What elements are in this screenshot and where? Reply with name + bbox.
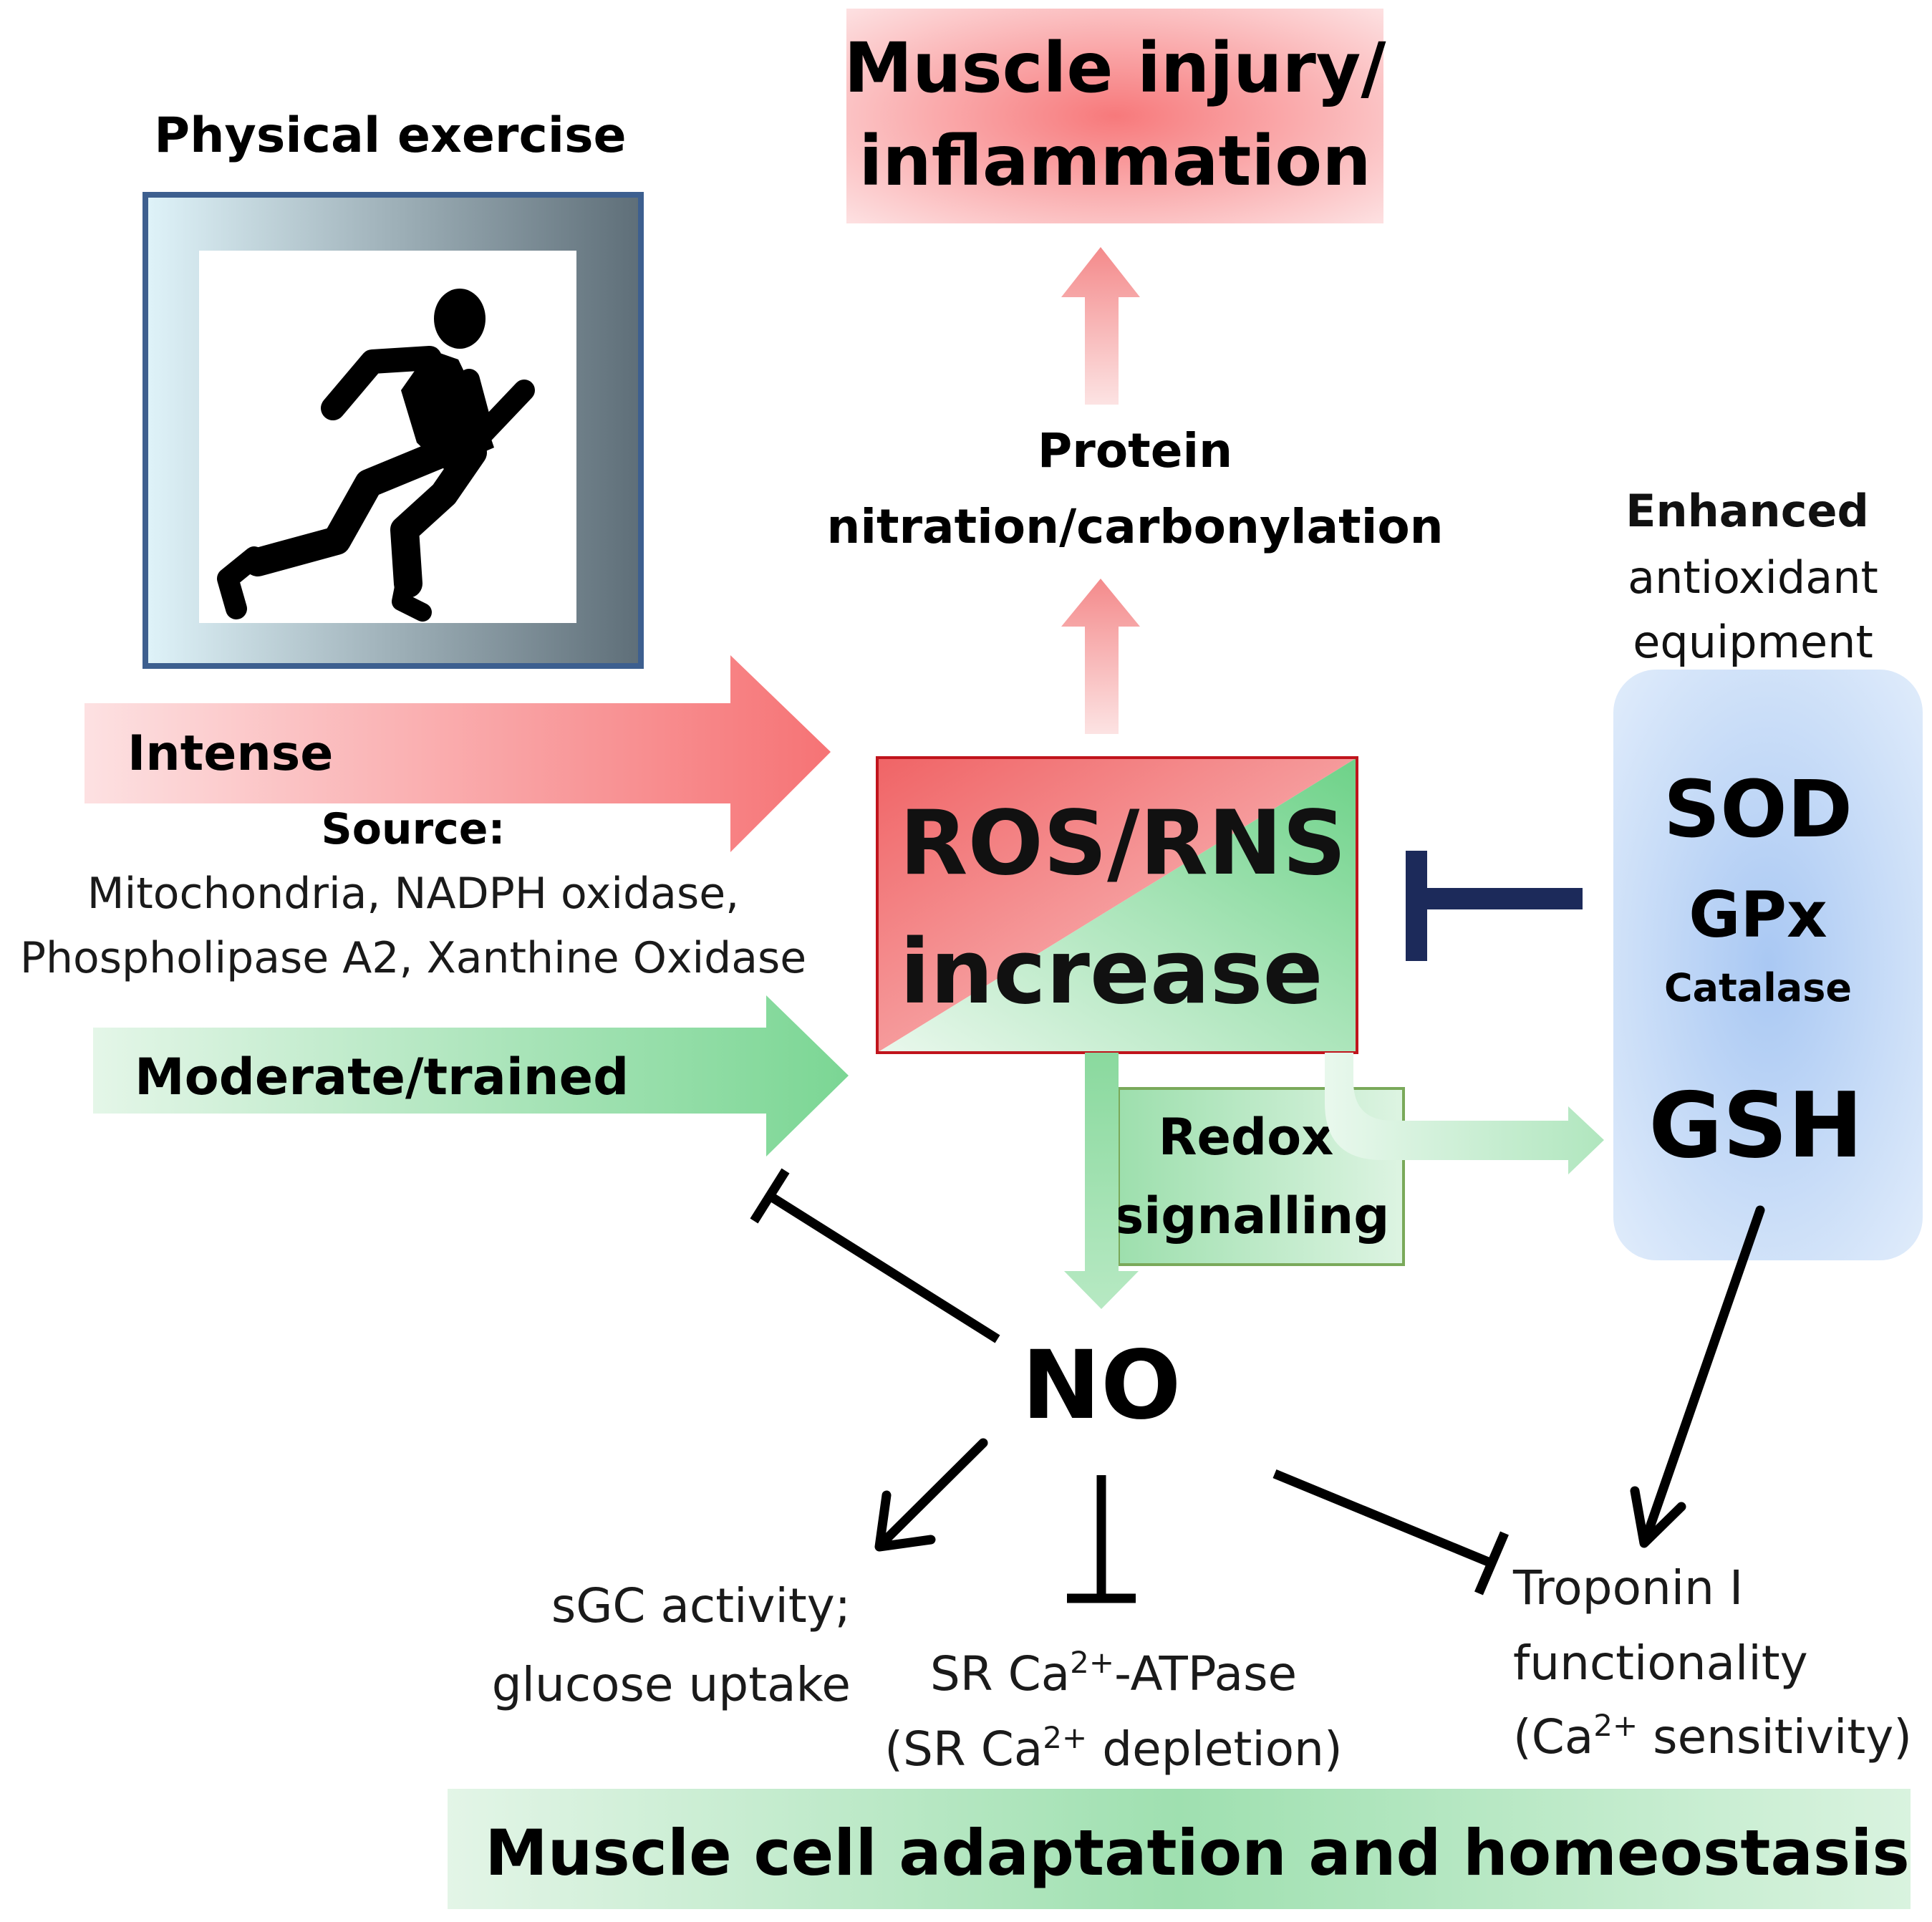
ros-line2: increase: [899, 921, 1323, 1024]
no-label: NO: [1022, 1331, 1182, 1441]
equipment-label: equipment: [1633, 616, 1873, 668]
serca-line1: SR Ca2+-ATPase: [930, 1645, 1297, 1702]
serca-line2-sup: 2+: [1043, 1720, 1087, 1755]
arrow-no-to-sgc: [874, 1438, 988, 1552]
inhibition-no-to-serca: [1067, 1475, 1136, 1603]
source-title: Source:: [322, 804, 506, 854]
arrow-gsh-to-troponin: [1630, 1205, 1765, 1548]
serca-line2-b: depletion): [1087, 1721, 1343, 1777]
source-line1: Mitochondria, NADPH oxidase,: [87, 869, 739, 919]
troponin-line3-b: sensitivity): [1638, 1709, 1912, 1764]
catalase-label: Catalase: [1664, 965, 1852, 1010]
troponin-line2: functionality: [1513, 1636, 1808, 1691]
serca-line1-sup: 2+: [1070, 1645, 1114, 1680]
source-line2: Phospholipase A2, Xanthine Oxidase: [20, 933, 806, 983]
inhibition-no-to-troponin: [1272, 1469, 1509, 1595]
arrow-ros-to-gsh: [1325, 1053, 1604, 1174]
protein-line1: Protein: [1038, 423, 1232, 478]
antioxidant-label: antioxidant: [1628, 551, 1878, 604]
redox-line2: signalling: [1114, 1187, 1390, 1245]
arrow-ros-to-no: [1064, 1053, 1139, 1309]
runner-icon: [217, 289, 535, 622]
enhanced-label: Enhanced: [1626, 485, 1869, 537]
ros-box-green-half: [877, 758, 1357, 1053]
gsh-label: GSH: [1648, 1073, 1863, 1178]
troponin-line1: Troponin I: [1512, 1560, 1743, 1616]
footer-box: [448, 1789, 1911, 1909]
arrow-protein-to-injury: [1061, 247, 1140, 405]
protein-line2: nitration/carbonylation: [826, 499, 1443, 554]
serca-line2: (SR Ca2+ depletion): [884, 1720, 1342, 1777]
moderate-label: Moderate/trained: [135, 1048, 629, 1106]
sgc-line2: glucose uptake: [492, 1657, 851, 1712]
intense-label: Intense: [127, 725, 333, 782]
ros-line1: ROS/RNS: [899, 792, 1346, 895]
muscle-injury-box: [846, 9, 1383, 223]
troponin-line3: (Ca2+ sensitivity): [1513, 1708, 1912, 1765]
troponin-line3-a: (Ca: [1513, 1709, 1593, 1764]
gpx-label: GPx: [1689, 878, 1827, 952]
serca-line1-a: SR Ca: [930, 1646, 1070, 1701]
troponin-line3-sup: 2+: [1593, 1708, 1638, 1743]
antioxidant-panel: [1613, 670, 1923, 1260]
inhibition-no-to-moderate: [750, 1168, 1000, 1343]
physical-exercise-title: Physical exercise: [154, 107, 626, 164]
serca-line1-b: -ATPase: [1114, 1646, 1297, 1701]
sgc-line1: sGC activity;: [551, 1578, 851, 1633]
arrow-ros-to-protein: [1061, 579, 1140, 734]
redox-line1: Redox: [1159, 1108, 1334, 1167]
redox-box: [1117, 1087, 1405, 1266]
sod-label: SOD: [1663, 763, 1853, 855]
moderate-arrow: [93, 995, 849, 1156]
intense-arrow: [84, 655, 831, 852]
muscle-injury-line1: Muscle injury/: [844, 28, 1387, 108]
serca-line2-a: (SR Ca: [884, 1721, 1043, 1777]
footer-label: Muscle cell adaptation and homeostasis: [485, 1816, 1910, 1890]
inhibition-antioxidant-to-ros: [1406, 851, 1583, 961]
muscle-injury-line2: inflammation: [859, 121, 1371, 201]
